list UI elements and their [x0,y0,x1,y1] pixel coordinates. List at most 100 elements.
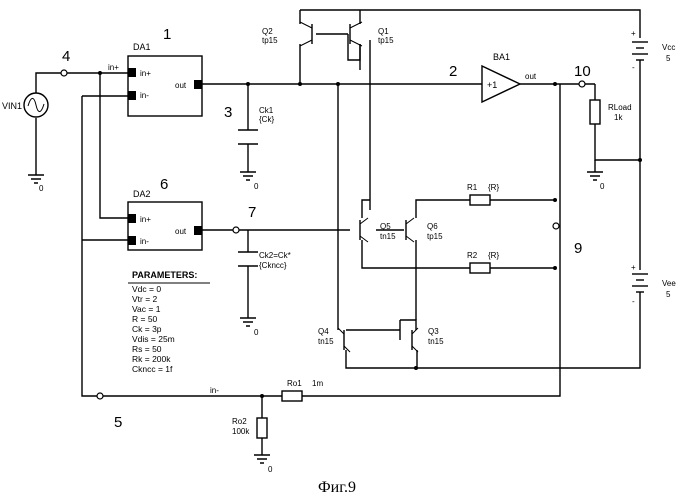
node-number-2: 2 [449,63,457,80]
ck2-name: Ck2=Ck* [259,251,291,260]
net-label-in-minus: in- [210,386,219,395]
param-line: Vdc = 0 [132,284,161,294]
param-line: R = 50 [132,314,158,324]
r2-resistor: R2 {R} [467,251,499,273]
param-line: Ck = 3p [132,324,162,334]
rload-name: RLoad [608,103,632,112]
q3-transistor: Q3 tn15 [412,327,444,352]
node-number-7: 7 [248,204,256,221]
q2-transistor: Q2 tp15 [262,22,312,46]
ground-ck2: 0 [240,318,259,337]
da1-label: DA1 [133,42,151,52]
parameters-block: PARAMETERS: Vdc = 0 Vtr = 2 Vac = 1 R = … [128,270,210,374]
ck2-value: {Ckncc} [259,261,287,270]
ro1-resistor: Ro1 1m [282,379,323,401]
net-label-in-plus: in+ [108,63,119,72]
da1-pin-inm: in- [140,91,149,100]
ro1-value: 1m [312,379,323,388]
param-line: Rs = 50 [132,344,162,354]
ba1-gain: +1 [487,80,497,90]
ground-vin1: 0 [28,175,44,193]
ck1-capacitor: Ck1 {Ck} [238,106,274,144]
rload-resistor: RLoad 1k [590,100,632,124]
ground-ro2: 0 [254,455,273,474]
ro2-name: Ro2 [232,417,247,426]
node-number-5: 5 [114,414,122,431]
q4-name: Q4 [318,327,329,336]
ba1-buffer: +1 BA1 out [482,52,537,102]
parameters-title: PARAMETERS: [132,270,197,280]
r1-resistor: R1 {R} [467,183,499,205]
vcc-minus: - [632,63,635,72]
figure-caption: Фиг.9 [318,479,356,496]
ba1-label: BA1 [493,52,510,62]
node-number-3: 3 [224,104,232,121]
vcc-battery: + - Vcc 5 [631,29,675,72]
r2-value: {R} [488,251,499,260]
da2-label: DA2 [133,189,151,199]
ck1-value: {Ck} [259,115,274,124]
q1-transistor: Q1 tp15 [350,22,394,46]
vee-name: Vee [662,279,676,288]
param-line: Vtr = 2 [132,294,158,304]
ck1-name: Ck1 [259,106,274,115]
ground-label-vin1: 0 [39,184,44,193]
param-line: Vdis = 25m [132,334,175,344]
rload-value: 1k [614,113,623,122]
param-line: Vac = 1 [132,304,161,314]
ground-label-rload: 0 [600,182,605,191]
vee-value: 5 [666,290,671,299]
q1-name: Q1 [378,27,389,36]
da1-block: in+ in- out DA1 [128,42,202,116]
q2-model: tp15 [262,36,278,45]
q5-name: Q5 [380,222,391,231]
q6-name: Q6 [427,222,438,231]
param-line: Rk = 200k [132,354,171,364]
q4-transistor: Q4 tn15 [318,327,350,352]
vcc-value: 5 [666,54,671,63]
vee-plus: + [631,263,636,272]
q5-model: tn15 [380,232,396,241]
vee-battery: + - Vee 5 [631,263,676,306]
vee-minus: - [632,297,635,306]
node-number-4: 4 [62,48,70,65]
ro1-name: Ro1 [287,379,302,388]
node-number-6: 6 [160,176,168,193]
r1-value: {R} [488,183,499,192]
da1-pin-inp: in+ [140,69,151,78]
node-number-1: 1 [163,26,171,43]
da2-pin-inp: in+ [140,215,151,224]
da2-pin-out: out [175,227,187,236]
da2-block: in+ in- out DA2 [128,189,202,250]
ground-rload: 0 [587,172,605,191]
ba1-pin-out: out [525,72,537,81]
node-number-9: 9 [574,240,582,257]
ground-ck1: 0 [240,172,259,191]
ro2-value: 100k [232,427,250,436]
da1-pin-out: out [175,81,187,90]
node-number-10: 10 [574,63,591,80]
q4-model: tn15 [318,337,334,346]
q3-model: tn15 [428,337,444,346]
q3-name: Q3 [428,327,439,336]
q6-transistor: Q6 tp15 [406,218,443,242]
ro2-resistor: Ro2 100k [232,417,267,438]
vin1-label: VIN1 [2,101,22,111]
param-line: Ckncc = 1f [132,364,173,374]
q6-model: tp15 [427,232,443,241]
vcc-name: Vcc [662,43,675,52]
da2-pin-inm: in- [140,237,149,246]
ck2-capacitor: Ck2=Ck* {Ckncc} [238,251,291,270]
ground-label-ck2: 0 [254,328,259,337]
wires [36,10,640,455]
vin1-source: VIN1 [2,93,48,117]
ground-label-ck1: 0 [254,182,259,191]
r1-name: R1 [467,183,478,192]
q1-model: tp15 [378,36,394,45]
r2-name: R2 [467,251,478,260]
vcc-plus: + [631,29,636,38]
q2-name: Q2 [262,27,273,36]
ground-label-ro2: 0 [268,465,273,474]
